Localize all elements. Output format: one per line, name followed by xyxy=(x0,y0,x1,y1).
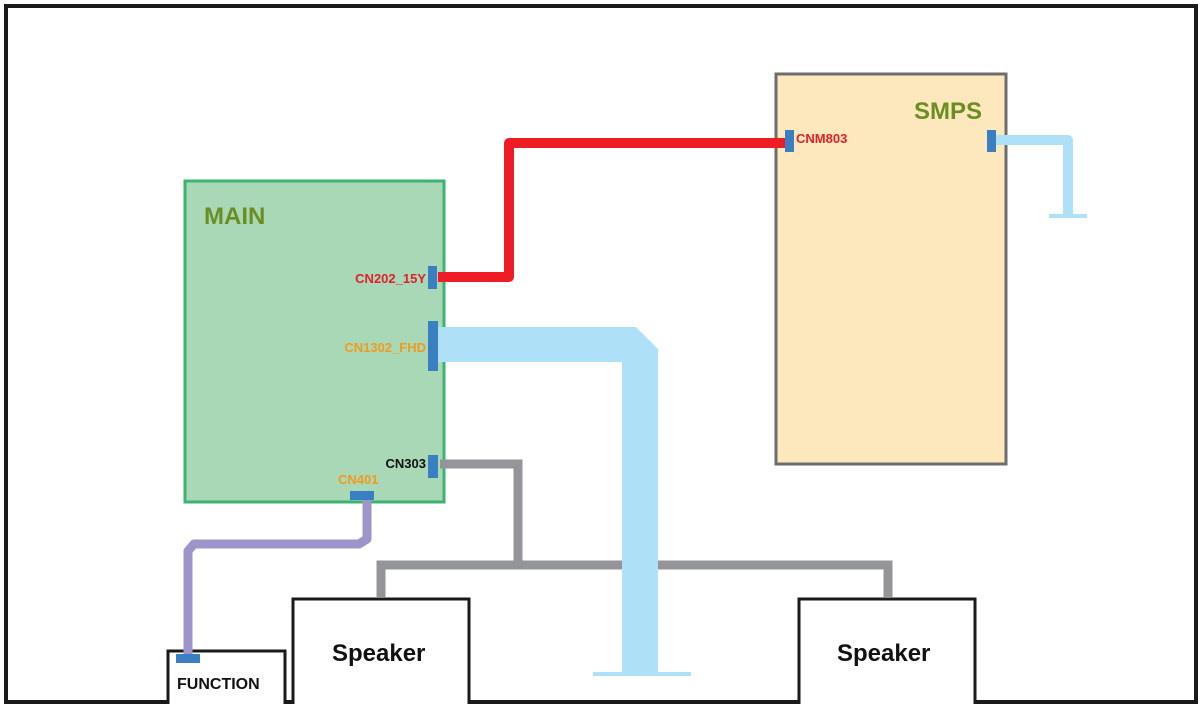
cn202-connector xyxy=(428,266,437,289)
function-cable xyxy=(183,496,372,658)
speaker-left-label: Speaker xyxy=(332,640,425,667)
speaker-right-label: Speaker xyxy=(837,640,930,667)
speaker-cable-trunk xyxy=(440,459,523,563)
cn401-label: CN401 xyxy=(338,472,378,487)
lvds-cable xyxy=(438,327,658,672)
cn1302-label: CN1302_FHD xyxy=(344,340,426,355)
main-board xyxy=(183,179,446,504)
function-connector xyxy=(176,654,200,663)
smps-ac-cord xyxy=(994,135,1073,216)
speaker-left-box xyxy=(291,597,471,704)
cn202-label: CN202_15Y xyxy=(355,271,426,286)
main-board-label: MAIN xyxy=(204,203,265,230)
smps-board-label: SMPS xyxy=(914,98,982,125)
smps-board xyxy=(774,72,1008,466)
function-label: FUNCTION xyxy=(177,676,260,693)
speaker-right-box xyxy=(797,597,977,704)
smps-ac-connector xyxy=(987,130,996,152)
cn303-label: CN303 xyxy=(386,456,426,471)
cn303-connector xyxy=(428,455,438,478)
power-cable xyxy=(438,138,786,282)
cnm803-connector xyxy=(785,130,794,152)
cn1302-connector xyxy=(428,321,438,371)
cn401-connector xyxy=(350,491,374,500)
cnm803-label: CNM803 xyxy=(796,131,847,146)
